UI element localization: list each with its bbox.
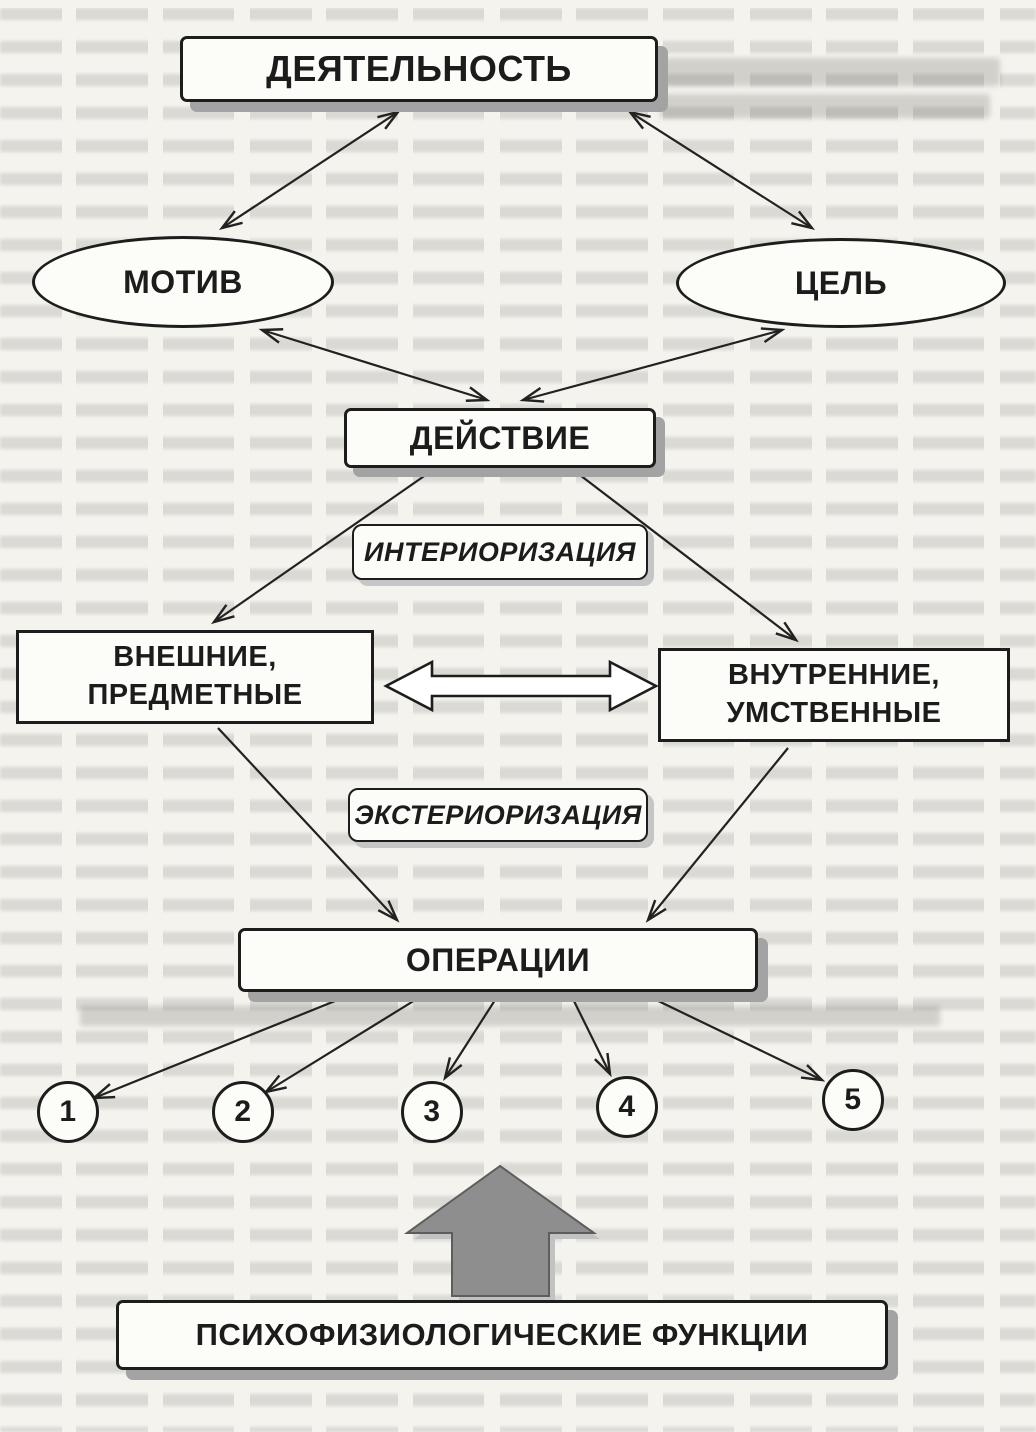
motive-ellipse: МОТИВ: [32, 236, 334, 328]
internal-label-line2: УМСТВЕННЫЕ: [726, 697, 942, 729]
functions-box: ПСИХОФИЗИОЛОГИЧЕСКИЕ ФУНКЦИИ: [116, 1300, 888, 1370]
goal-ellipse: ЦЕЛЬ: [676, 238, 1006, 328]
interiorization-box: ИНТЕРИОРИЗАЦИЯ: [352, 524, 648, 580]
operation-circle-1-label: 1: [59, 1095, 77, 1128]
ghost-text-bleedthrough: [80, 1006, 940, 1026]
exteriorization-box: ЭКСТЕРИОРИЗАЦИЯ: [348, 788, 648, 842]
internal-box: ВНУТРЕННИЕ, УМСТВЕННЫЕ: [658, 648, 1010, 742]
interiorization-label: ИНТЕРИОРИЗАЦИЯ: [364, 536, 636, 567]
operation-circle-4: 4: [596, 1076, 658, 1138]
activity-label: ДЕЯТЕЛЬНОСТЬ: [266, 48, 572, 89]
operation-circle-1: 1: [37, 1081, 99, 1143]
external-label-line2: ПРЕДМЕТНЫЕ: [87, 679, 303, 711]
external-label-line1: ВНЕШНИЕ,: [113, 641, 277, 674]
operation-circle-2-label: 2: [234, 1095, 252, 1128]
operation-circle-5-label: 5: [844, 1083, 862, 1116]
operation-circle-5: 5: [822, 1069, 884, 1131]
action-label: ДЕЙСТВИЕ: [409, 419, 591, 456]
operations-label: ОПЕРАЦИИ: [405, 941, 591, 978]
operation-circle-3: 3: [401, 1081, 463, 1143]
internal-label-line1: ВНУТРЕННИЕ,: [728, 659, 940, 692]
exteriorization-label: ЭКСТЕРИОРИЗАЦИЯ: [354, 799, 642, 830]
goal-label: ЦЕЛЬ: [794, 264, 888, 301]
functions-label: ПСИХОФИЗИОЛОГИЧЕСКИЕ ФУНКЦИИ: [195, 1317, 809, 1352]
ghost-text-bleedthrough: [640, 58, 1000, 86]
ghost-text-bleedthrough: [660, 94, 990, 118]
operation-circle-3-label: 3: [423, 1095, 441, 1128]
operations-box: ОПЕРАЦИИ: [238, 928, 758, 992]
operation-circle-4-label: 4: [618, 1090, 636, 1123]
operation-circle-2: 2: [212, 1081, 274, 1143]
motive-label: МОТИВ: [123, 263, 243, 300]
activity-box: ДЕЯТЕЛЬНОСТЬ: [180, 36, 658, 102]
external-box: ВНЕШНИЕ, ПРЕДМЕТНЫЕ: [16, 630, 374, 724]
action-box: ДЕЙСТВИЕ: [344, 408, 656, 468]
